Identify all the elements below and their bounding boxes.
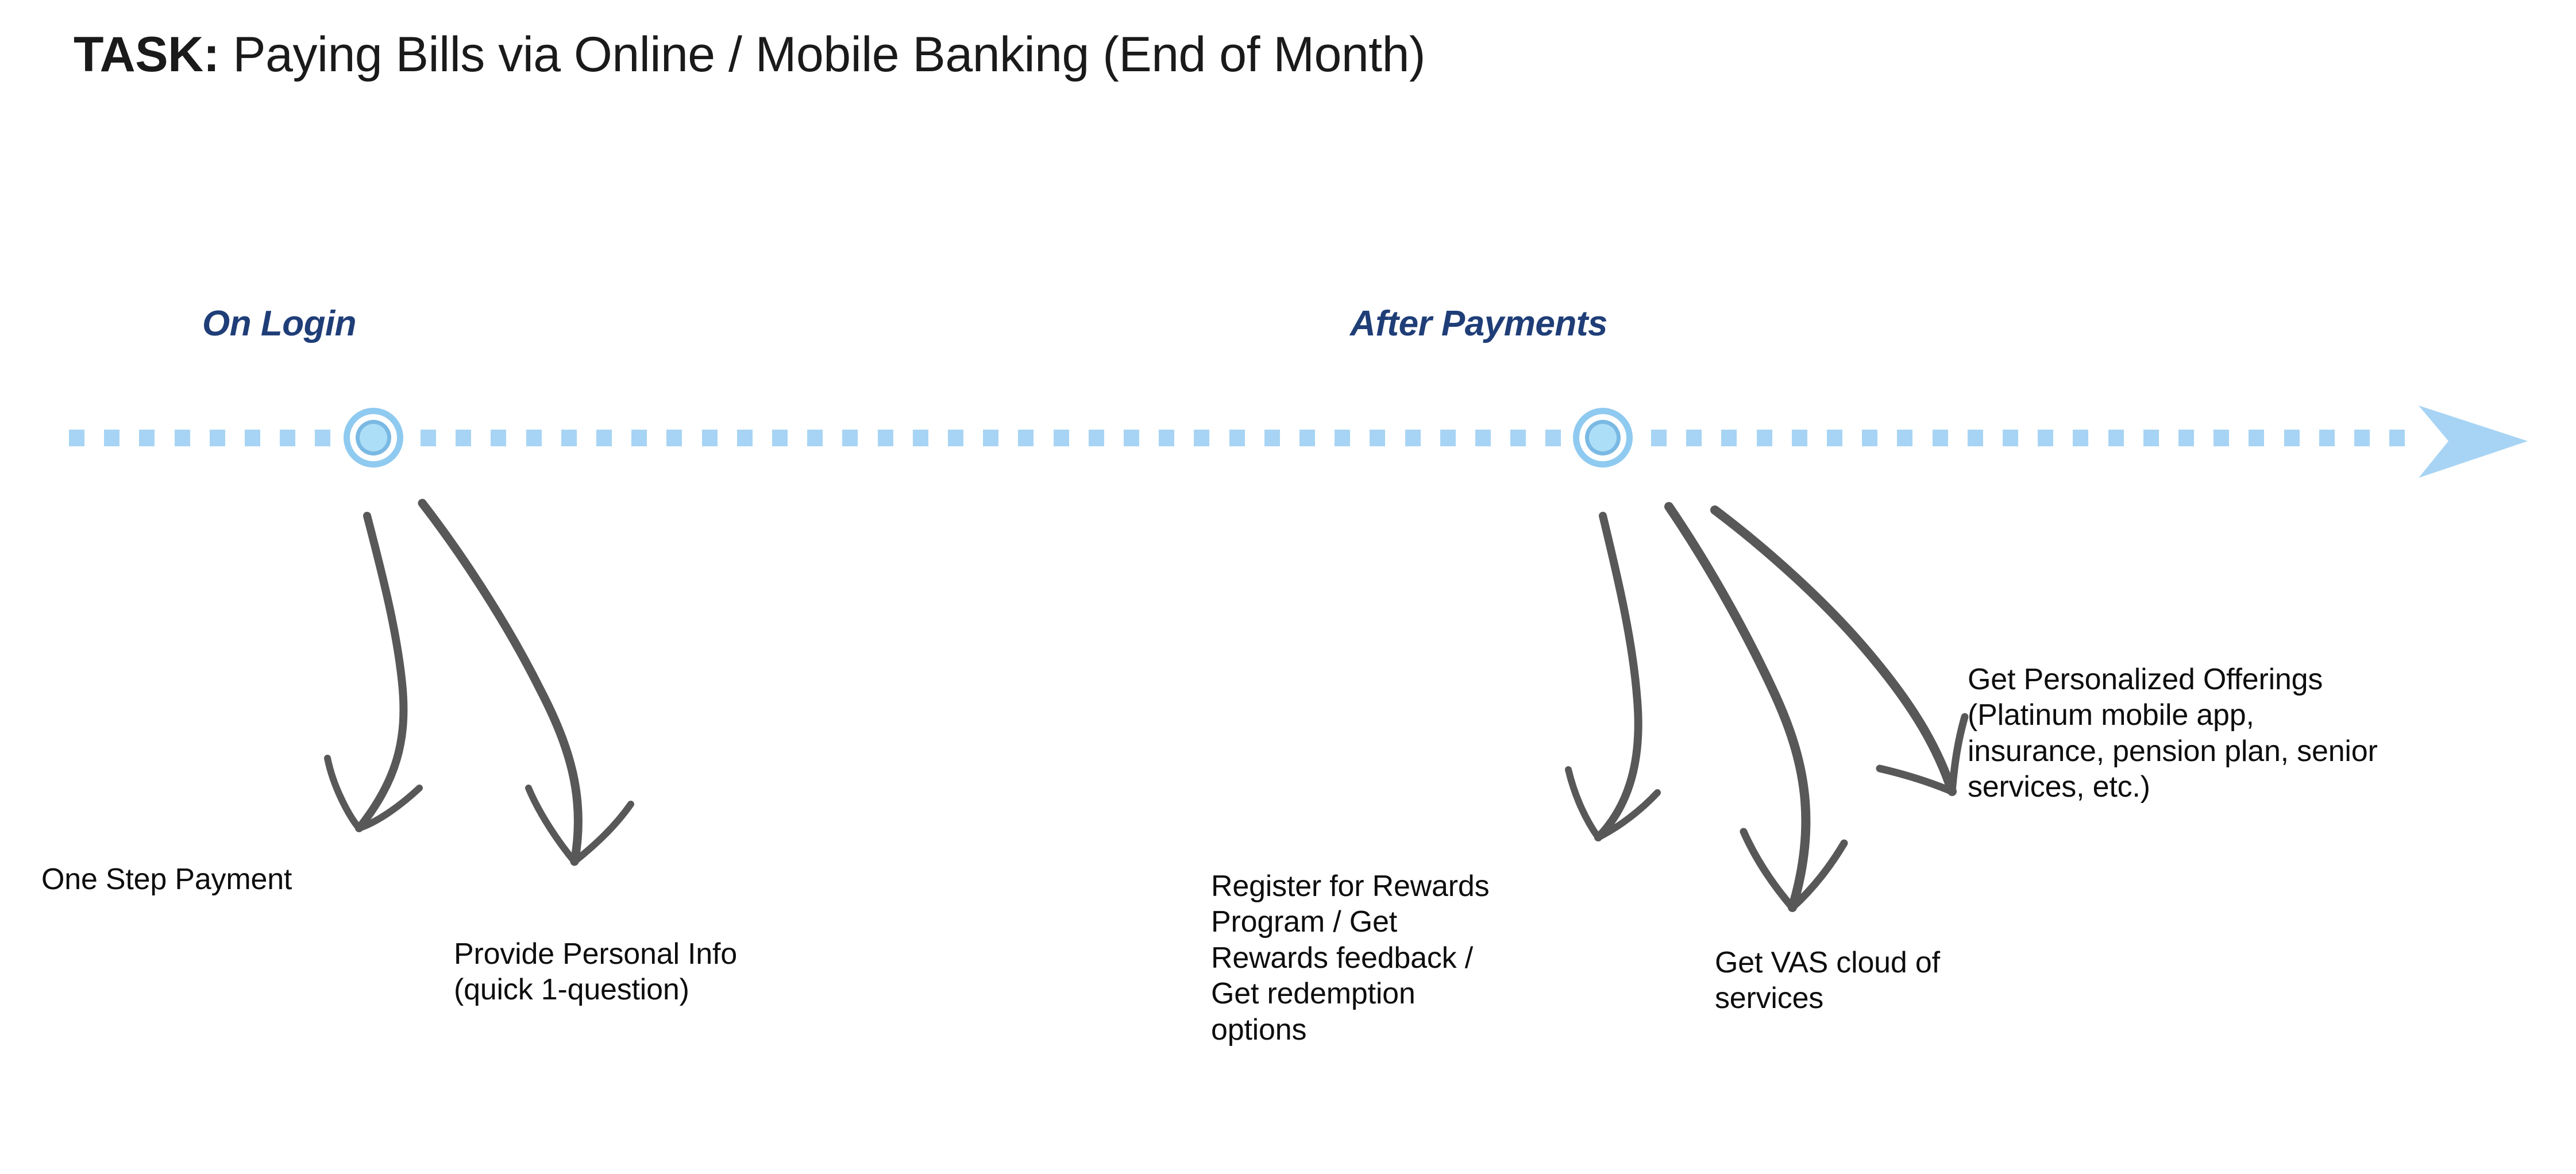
connector-arrow-provide-personal-info — [418, 499, 634, 866]
connector-arrow-one-step-payment — [324, 512, 423, 832]
caption-one-step-payment: One Step Payment — [41, 863, 292, 896]
caption-get-vas-cloud: Get VAS cloud of services — [1715, 946, 1940, 1015]
caption-provide-personal-info: Provide Personal Info (quick 1-question) — [454, 937, 737, 1007]
connector-arrow-get-personalized-offerings — [1710, 505, 1969, 796]
caption-get-personalized-offerings: Get Personalized Offerings (Platinum mob… — [1968, 663, 2378, 804]
caption-register-for-rewards: Register for Rewards Program / Get Rewar… — [1211, 870, 1490, 1046]
page-title-rest: Paying Bills via Online / Mobile Banking… — [219, 27, 1426, 82]
page-title: TASK: Paying Bills via Online / Mobile B… — [74, 27, 1426, 82]
page-title-prefix: TASK: — [74, 27, 219, 82]
connector-arrow-get-vas-cloud — [1664, 502, 1848, 912]
connector-arrow-register-for-rewards — [1565, 512, 1661, 841]
